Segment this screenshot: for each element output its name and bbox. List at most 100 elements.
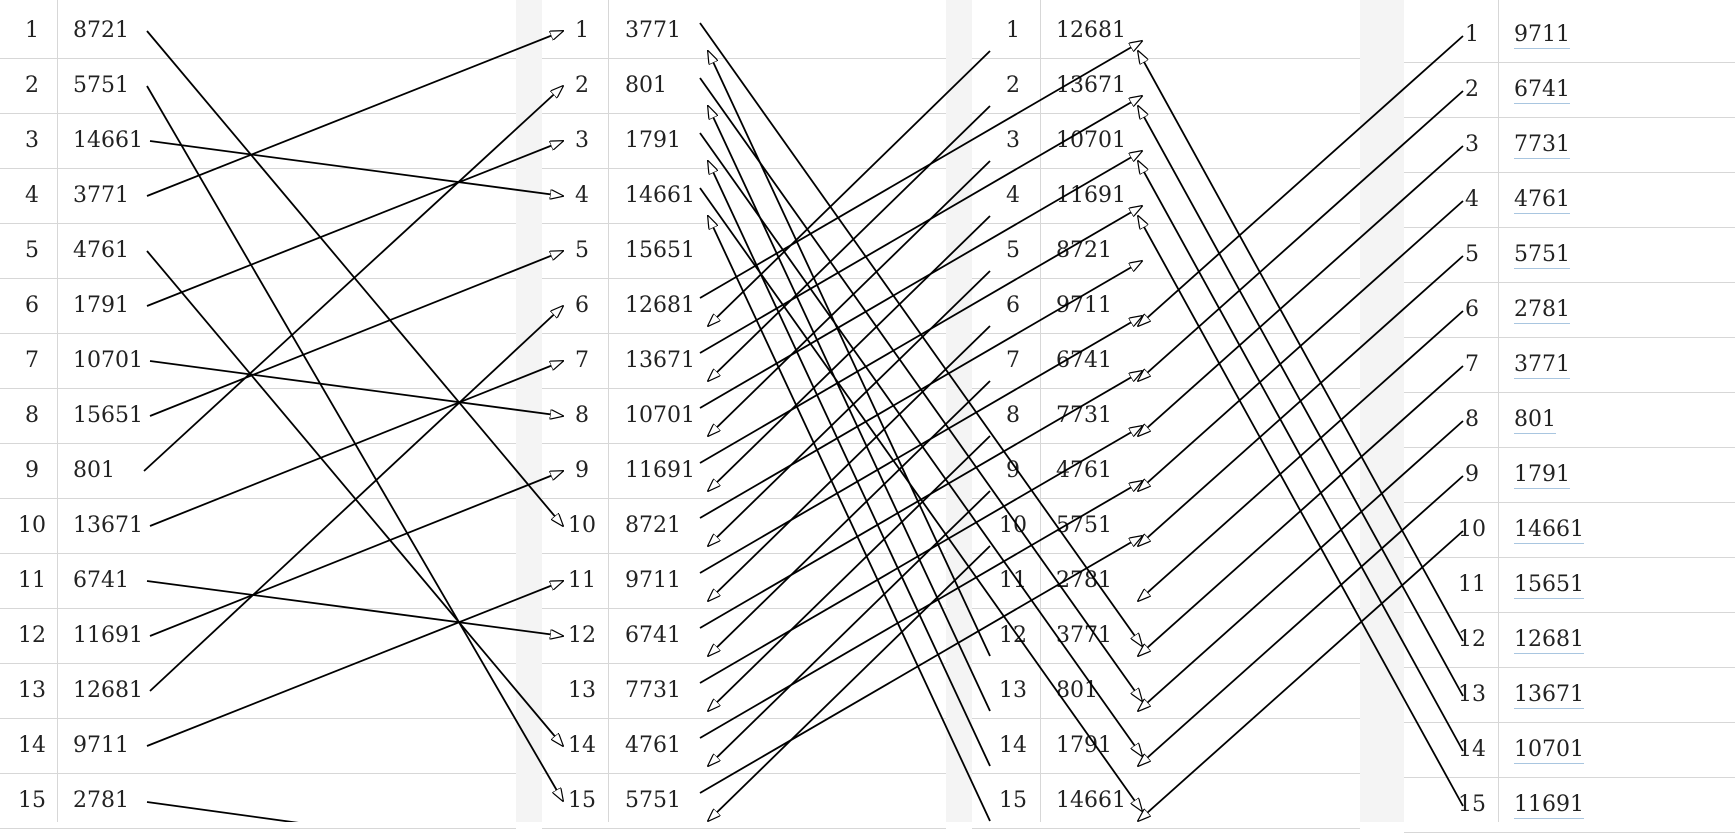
row-index: 7	[575, 348, 589, 373]
cell-value: 801	[1056, 678, 1098, 703]
cell-value: 5751	[1514, 242, 1570, 269]
cell-value: 13671	[73, 513, 143, 538]
table-row	[1404, 668, 1735, 723]
row-index: 12	[999, 623, 1027, 648]
row-index: 2	[1465, 77, 1479, 102]
table-row	[1404, 613, 1735, 668]
row-index: 9	[1465, 462, 1479, 487]
cell-value: 14661	[73, 128, 143, 153]
table-row	[1404, 173, 1735, 228]
row-index: 6	[575, 293, 589, 318]
row-index: 10	[999, 513, 1027, 538]
row-index: 6	[1465, 297, 1479, 322]
row-index: 2	[1006, 73, 1020, 98]
cell-value: 5751	[1056, 513, 1112, 538]
cell-value: 10701	[73, 348, 143, 373]
row-index: 7	[1465, 352, 1479, 377]
cell-value: 801	[625, 73, 667, 98]
cell-value: 3771	[73, 183, 129, 208]
cell-value: 14661	[1514, 517, 1584, 544]
cell-value: 11691	[1056, 183, 1126, 208]
cell-value: 5751	[73, 73, 129, 98]
row-index: 3	[1465, 132, 1479, 157]
row-index: 12	[18, 623, 46, 648]
row-index: 4	[1465, 187, 1479, 212]
row-index: 15	[1458, 792, 1486, 817]
cell-value: 12681	[1514, 627, 1584, 654]
column-divider	[608, 0, 609, 822]
cell-value: 15651	[73, 403, 143, 428]
row-index: 11	[999, 568, 1027, 593]
row-index: 14	[18, 733, 46, 758]
cell-value: 15651	[1514, 572, 1584, 599]
cell-value: 6741	[1514, 77, 1570, 104]
cell-value: 12681	[1056, 18, 1126, 43]
row-index: 6	[1006, 293, 1020, 318]
cell-value: 1791	[1514, 462, 1570, 489]
row-index: 4	[575, 183, 589, 208]
row-index: 7	[1006, 348, 1020, 373]
row-index: 1	[575, 18, 589, 43]
cell-value: 6741	[73, 568, 129, 593]
table-row	[1404, 393, 1735, 448]
cell-value: 801	[1514, 407, 1556, 434]
row-index: 2	[575, 73, 589, 98]
cell-value: 1791	[1056, 733, 1112, 758]
row-index: 9	[575, 458, 589, 483]
cell-value: 9711	[1514, 22, 1570, 49]
row-index: 15	[999, 788, 1027, 813]
row-index: 10	[18, 513, 46, 538]
cell-value: 3771	[625, 18, 681, 43]
column-divider	[1498, 0, 1499, 822]
cell-value: 4761	[1514, 187, 1570, 214]
row-index: 3	[1006, 128, 1020, 153]
row-index: 12	[568, 623, 596, 648]
row-index: 5	[1006, 238, 1020, 263]
row-index: 2	[25, 73, 39, 98]
cell-value: 15651	[625, 238, 695, 263]
table-row	[1404, 63, 1735, 118]
row-index: 1	[1006, 18, 1020, 43]
cell-value: 6741	[625, 623, 681, 648]
row-index: 14	[568, 733, 596, 758]
row-index: 8	[1006, 403, 1020, 428]
cell-value: 14661	[625, 183, 695, 208]
cell-value: 11691	[625, 458, 695, 483]
row-index: 13	[18, 678, 46, 703]
row-index: 6	[25, 293, 39, 318]
row-index: 14	[1458, 737, 1486, 762]
cell-value: 9711	[625, 568, 681, 593]
cell-value: 11691	[1514, 792, 1584, 819]
cell-value: 10701	[1056, 128, 1126, 153]
column-divider	[57, 0, 58, 822]
row-index: 5	[25, 238, 39, 263]
cell-value: 7731	[1514, 132, 1570, 159]
row-index: 3	[25, 128, 39, 153]
cell-value: 9711	[73, 733, 129, 758]
cell-value: 4761	[73, 238, 129, 263]
cell-value: 8721	[73, 18, 129, 43]
table-row	[1404, 8, 1735, 63]
row-index: 15	[18, 788, 46, 813]
row-index: 14	[999, 733, 1027, 758]
row-index: 13	[1458, 682, 1486, 707]
cell-value: 13671	[1056, 73, 1126, 98]
row-index: 12	[1458, 627, 1486, 652]
table-row	[1404, 118, 1735, 173]
cell-value: 10701	[625, 403, 695, 428]
cell-value: 1791	[625, 128, 681, 153]
table-row	[1404, 503, 1735, 558]
cell-value: 11691	[73, 623, 143, 648]
row-index: 3	[575, 128, 589, 153]
cell-value: 4761	[625, 733, 681, 758]
cell-value: 7731	[625, 678, 681, 703]
cell-value: 5751	[625, 788, 681, 813]
row-index: 9	[25, 458, 39, 483]
cell-value: 3771	[1056, 623, 1112, 648]
row-index: 11	[568, 568, 596, 593]
row-index: 15	[568, 788, 596, 813]
